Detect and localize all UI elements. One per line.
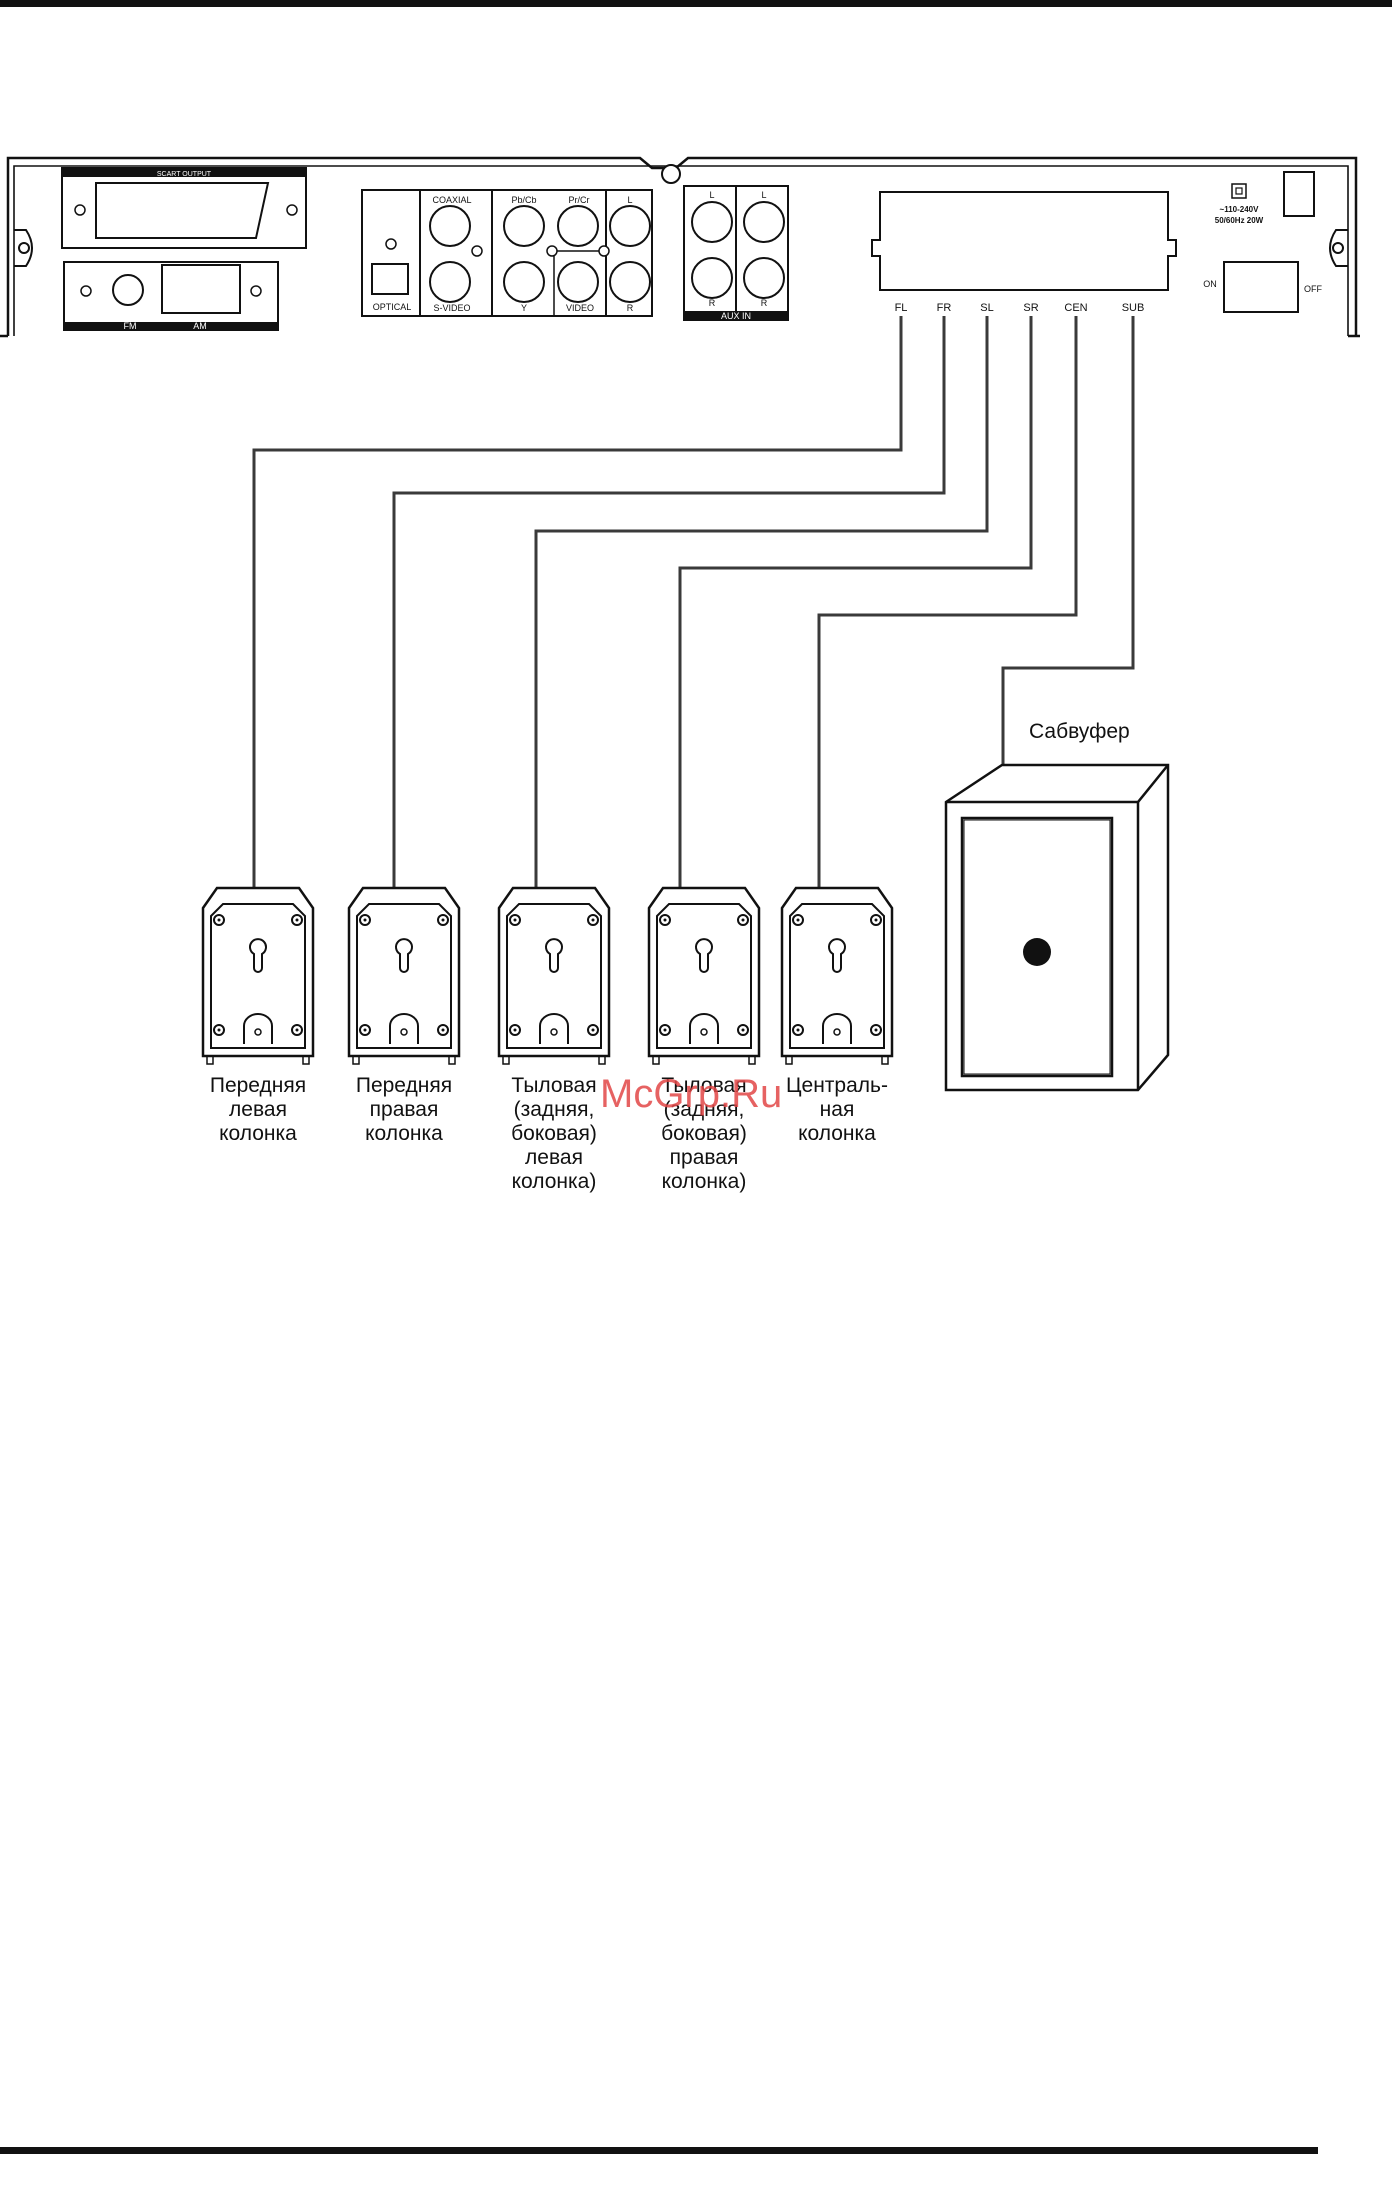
- audio-l-label: L: [627, 195, 632, 205]
- speaker-1-label-line-1: Передняя: [210, 1074, 306, 1097]
- power-rating-line2: 50/60Hz 20W: [1215, 216, 1264, 225]
- am-antenna-terminal[interactable]: [161, 264, 241, 314]
- speaker-1-label-line-3: колонка: [219, 1122, 297, 1145]
- optical-label: OPTICAL: [373, 302, 412, 312]
- satellite-speakers: ПередняялеваяколонкаПередняяправаяколонк…: [201, 886, 894, 1193]
- speaker-2-label-line-2: правая: [370, 1098, 439, 1121]
- coaxial-screw: [471, 245, 483, 257]
- wire-fl: [252, 316, 903, 888]
- speaker-3-label-line-2: (задняя,: [514, 1098, 595, 1121]
- top-screw-icon: [661, 164, 681, 184]
- speaker-2-label-line-3: колонка: [365, 1122, 443, 1145]
- av-output-block: [361, 189, 653, 317]
- power-rating-line1: ~110-240V: [1220, 205, 1260, 214]
- channel-label-fr: FR: [937, 302, 952, 314]
- speaker-4-label-line-4: правая: [670, 1146, 739, 1169]
- optical-jack[interactable]: [371, 263, 409, 295]
- aux2-r-jack[interactable]: [743, 257, 785, 299]
- aux1-r-jack[interactable]: [691, 257, 733, 299]
- bottom-rule: [0, 2147, 1318, 2154]
- speaker-wires: [252, 316, 1135, 888]
- double-insulation-icon: [1231, 183, 1247, 199]
- wire-sub: [1001, 316, 1135, 765]
- subwoofer: [944, 763, 1170, 1092]
- power-switch[interactable]: [1223, 261, 1299, 313]
- speaker-3-label-line-1: Тыловая: [511, 1074, 596, 1097]
- indicator-hole: [385, 238, 397, 250]
- speaker-5-label-line-3: колонка: [798, 1122, 876, 1145]
- channel-label-sub: SUB: [1122, 302, 1145, 314]
- coaxial-label: COAXIAL: [432, 195, 471, 205]
- wire-cen: [817, 316, 1078, 888]
- speaker-1-label-line-2: левая: [229, 1098, 287, 1121]
- video-jack[interactable]: [557, 261, 599, 303]
- speaker-3-label-line-3: боковая): [511, 1122, 597, 1145]
- video-label: VIDEO: [566, 303, 594, 313]
- coaxial-jack[interactable]: [429, 205, 471, 247]
- wire-sl: [534, 316, 989, 888]
- subwoofer-port-icon: [1023, 938, 1051, 966]
- aux-r2-label: R: [761, 298, 768, 308]
- aux-l2-label: L: [761, 190, 766, 200]
- speaker-4-label-line-5: колонка): [662, 1170, 747, 1193]
- antenna-terminals[interactable]: [63, 261, 279, 331]
- on-label: ON: [1203, 279, 1217, 289]
- top-rule: [0, 0, 1392, 7]
- audio-r-jack[interactable]: [609, 261, 651, 303]
- mounting-ear-right: [1329, 229, 1348, 267]
- speaker-4-label-line-1: Тыловая: [661, 1074, 746, 1097]
- svideo-jack[interactable]: [429, 261, 471, 303]
- subwoofer-label: Сабвуфер: [1029, 720, 1130, 743]
- y-jack[interactable]: [503, 261, 545, 303]
- double-insulation-icon-inner: [1235, 187, 1243, 195]
- am-label: AM: [193, 321, 207, 331]
- speaker-terminal-block[interactable]: [871, 191, 1177, 291]
- fm-label: FM: [124, 321, 137, 331]
- aux-in-block: [683, 185, 789, 321]
- speaker-3-label-line-4: левая: [525, 1146, 583, 1169]
- speaker-3-label-line-5: колонка): [512, 1170, 597, 1193]
- fm-antenna-jack[interactable]: [112, 274, 144, 306]
- speaker-4-label-line-3: боковая): [661, 1122, 747, 1145]
- speaker-2-label-line-1: Передняя: [356, 1074, 452, 1097]
- watermark: McGrp.Ru: [600, 1072, 782, 1116]
- channel-label-sl: SL: [980, 302, 993, 314]
- off-label: OFF: [1304, 284, 1322, 294]
- aux1-l-jack[interactable]: [691, 201, 733, 243]
- audio-l-jack[interactable]: [609, 205, 651, 247]
- power-cord-inlet[interactable]: [1283, 171, 1315, 217]
- speaker-4-label-line-2: (задняя,: [664, 1098, 745, 1121]
- aux2-l-jack[interactable]: [743, 201, 785, 243]
- wire-fr: [392, 316, 946, 888]
- channel-label-fl: FL: [895, 302, 908, 314]
- prcr-label: Pr/Cr: [569, 195, 590, 205]
- svideo-label: S-VIDEO: [433, 303, 470, 313]
- scart-output[interactable]: [61, 167, 307, 249]
- speaker-5-label-line-2: ная: [820, 1098, 855, 1121]
- aux-l1-label: L: [709, 190, 714, 200]
- channel-labels: FL FR SL SR CEN SUB: [895, 302, 1145, 314]
- wire-sr: [678, 316, 1033, 888]
- pbcb-label: Pb/Cb: [511, 195, 536, 205]
- pbcb-jack[interactable]: [503, 205, 545, 247]
- y-label: Y: [521, 303, 527, 313]
- scart-output-label: SCART OUTPUT: [157, 171, 212, 178]
- channel-label-sr: SR: [1023, 302, 1038, 314]
- aux-r1-label: R: [709, 298, 716, 308]
- prcr-jack[interactable]: [557, 205, 599, 247]
- aux-in-label: AUX IN: [721, 311, 751, 321]
- channel-label-cen: CEN: [1064, 302, 1087, 314]
- speaker-5-label-line-1: Централь-: [786, 1074, 888, 1097]
- mounting-ear-left: [14, 229, 33, 267]
- component-link-icon: [546, 245, 610, 257]
- audio-r-label: R: [627, 303, 634, 313]
